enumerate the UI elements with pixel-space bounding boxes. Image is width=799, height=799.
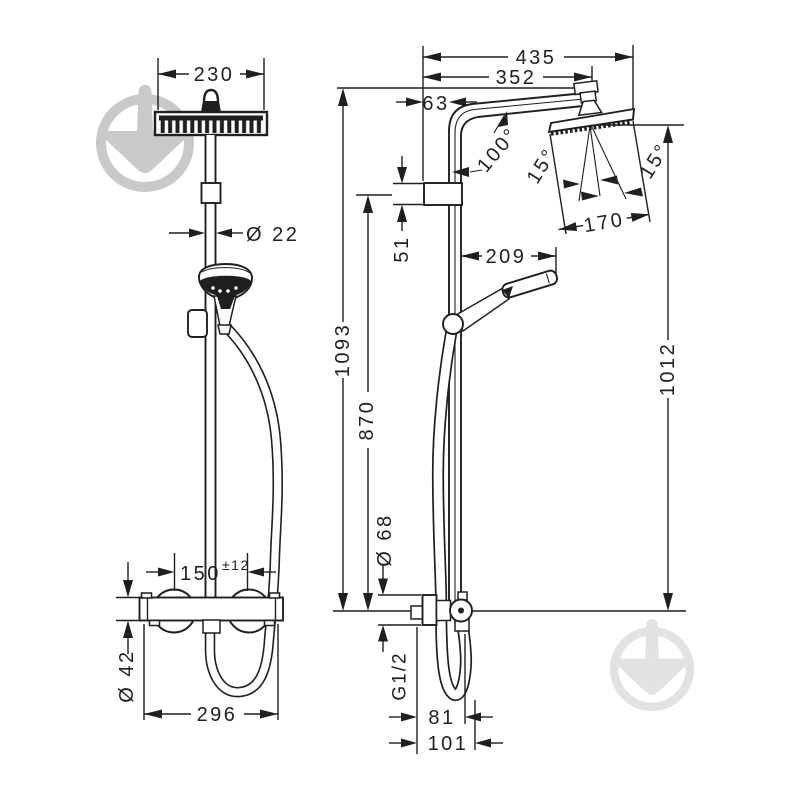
hand-shower-bracket-front [187, 309, 208, 338]
dim-front-valve-width: 296 [143, 624, 279, 726]
thermostat-side [410, 591, 473, 632]
dim-side-head-length: 170 [549, 120, 651, 237]
dim-label-230: 230 [194, 64, 235, 86]
dim-label-150: 150 [180, 563, 221, 585]
dim-label-870: 870 [356, 400, 378, 441]
dim-side-bracket-size: 51 [391, 156, 424, 263]
dim-label-o68: Ø 68 [374, 513, 396, 566]
overhead-shower-side [547, 79, 636, 136]
dim-side-bracket-height: 870 [356, 194, 392, 611]
dim-side-total-depth: 435 [423, 47, 633, 69]
dim-side-hand-shower-reach: 209 [461, 246, 557, 273]
dim-label-g12: G1/2 [390, 651, 411, 700]
hand-shower-front [187, 263, 253, 338]
side-view: 435 352 63 [332, 45, 686, 755]
dim-label-170: 170 [582, 209, 626, 237]
dim-label-81: 81 [428, 707, 455, 729]
riser-pipe-side [448, 92, 586, 611]
dim-label-63: 63 [422, 93, 449, 115]
dim-side-escutcheon-diameter: Ø 68 [374, 513, 421, 652]
dim-side-arm-depth: 352 [423, 67, 592, 89]
dim-label-pm12: ±12 [222, 557, 250, 573]
dim-label-435: 435 [516, 47, 557, 69]
front-view: 230 Ø 22 [116, 58, 299, 726]
wall-bracket-side [423, 182, 463, 206]
dim-side-hose-offset: 81 [389, 634, 493, 729]
watermark-logo-bottom-right [614, 619, 690, 707]
dim-front-head-width: 230 [157, 58, 265, 110]
dim-front-valve-diameter: Ø 42 [116, 562, 143, 703]
dim-side-head-clearance: 1012 [657, 125, 679, 611]
dim-label-o42: Ø 42 [116, 649, 138, 702]
dim-label-51: 51 [391, 235, 413, 262]
dim-label-209: 209 [486, 246, 527, 268]
dim-label-101: 101 [428, 733, 469, 755]
thermostat-outlet-front [202, 619, 221, 634]
dim-label-352: 352 [496, 67, 537, 89]
dim-side-thread: G1/2 [390, 627, 418, 754]
dim-label-o22: Ø 22 [246, 224, 299, 246]
spray-fan [563, 124, 643, 202]
overhead-shower-front [153, 88, 269, 137]
hand-shower-side [442, 269, 558, 335]
dim-front-connection-spacing: 150 ±12 [146, 553, 276, 591]
riser-pipe-front [200, 135, 222, 598]
thermostat-front [138, 588, 284, 634]
dim-side-wall-offset: 63 [396, 93, 477, 115]
dim-side-outlet-offset: 101 [389, 700, 503, 755]
dim-front-pipe-diameter: Ø 22 [169, 224, 299, 246]
dim-label-296: 296 [197, 704, 238, 726]
dim-label-1093: 1093 [332, 323, 354, 378]
dim-label-1012: 1012 [657, 342, 679, 397]
dim-label-100deg: 100° [473, 123, 523, 176]
dim-side-total-height: 1093 [332, 88, 354, 611]
